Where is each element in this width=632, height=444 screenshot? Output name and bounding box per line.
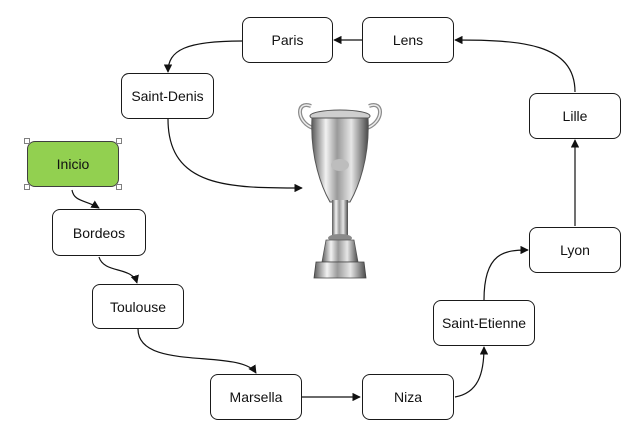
node-saint-denis-label: Saint-Denis xyxy=(131,88,204,104)
connector-paris-saint-denis xyxy=(163,40,243,73)
connector-lille-lens xyxy=(454,35,576,93)
node-lens[interactable]: Lens xyxy=(362,17,454,63)
node-bordeos[interactable]: Bordeos xyxy=(52,209,146,256)
selection-handle-bottom-right[interactable] xyxy=(116,184,122,190)
node-lens-label: Lens xyxy=(392,32,424,48)
node-saint-denis[interactable]: Saint-Denis xyxy=(121,73,214,119)
node-marsella[interactable]: Marsella xyxy=(210,374,302,420)
node-lille-label: Lille xyxy=(562,108,588,124)
connector-saint-etienne-lyon xyxy=(483,245,529,301)
node-marsella-label: Marsella xyxy=(229,389,283,405)
selection-handle-top-left[interactable] xyxy=(24,138,30,144)
connector-bordeos-toulouse xyxy=(98,256,139,284)
node-saint-etienne-label: Saint-Etienne xyxy=(441,315,527,331)
selection-handle-bottom-left[interactable] xyxy=(24,184,30,190)
selection-handle-top-right[interactable] xyxy=(116,138,122,144)
node-niza-label: Niza xyxy=(393,389,422,405)
node-bordeos-label: Bordeos xyxy=(72,224,126,241)
connector-niza-saint-etienne xyxy=(454,346,489,398)
node-paris-label: Paris xyxy=(271,32,304,48)
connector-saint-denis-trophy xyxy=(167,118,303,193)
connector-inicio-bordeos xyxy=(71,189,100,209)
node-lyon[interactable]: Lyon xyxy=(529,227,621,273)
node-toulouse-label: Toulouse xyxy=(109,298,167,315)
node-inicio[interactable]: Inicio xyxy=(27,141,119,187)
node-inicio-label: Inicio xyxy=(56,156,90,172)
connector-toulouse-marsella xyxy=(137,328,257,374)
node-saint-etienne[interactable]: Saint-Etienne xyxy=(433,300,535,346)
node-lyon-label: Lyon xyxy=(560,242,590,258)
node-paris[interactable]: Paris xyxy=(242,17,333,63)
trophy-icon xyxy=(298,103,382,279)
node-toulouse[interactable]: Toulouse xyxy=(92,284,184,329)
node-niza[interactable]: Niza xyxy=(362,374,454,420)
node-lille[interactable]: Lille xyxy=(529,93,621,139)
